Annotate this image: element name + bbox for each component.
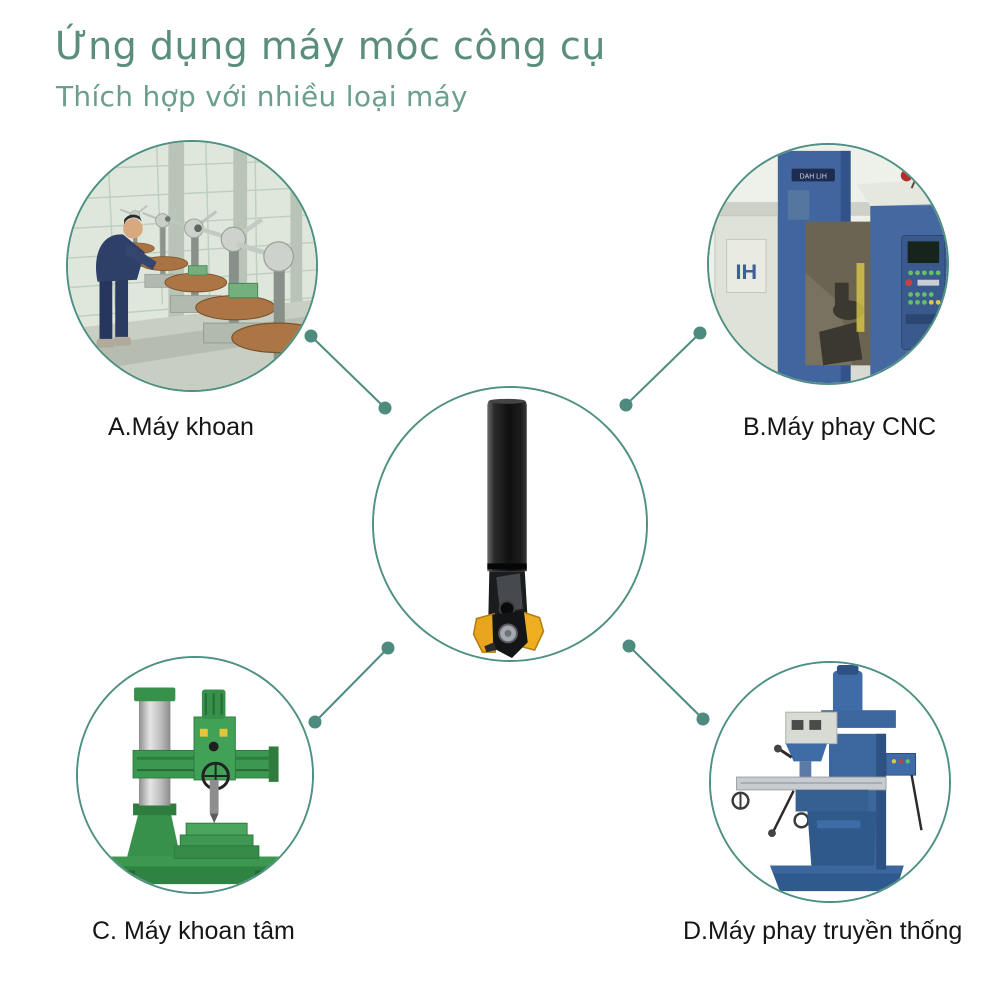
node-circle-drilling-machine — [66, 140, 318, 392]
cnc-milling-machine-photo: IH DAH LIH — [709, 145, 947, 383]
label-cnc-milling-machine: B.Máy phay CNC — [743, 413, 937, 441]
node-circle-traditional-milling-machine — [709, 661, 951, 903]
label-drilling-machine: A.Máy khoan — [108, 413, 254, 441]
drill-press-row — [117, 204, 316, 360]
node-circle-radial-drilling-machine — [76, 656, 314, 894]
center-product-circle — [372, 386, 648, 662]
page-title: Ứng dụng máy móc công cụ — [55, 24, 606, 68]
node-circle-cnc-milling-machine: IH DAH LIH — [707, 143, 949, 385]
drill-press-factory-photo — [68, 142, 316, 390]
radial-drilling-machine-photo — [78, 658, 312, 892]
indexable-milling-cutter-photo — [374, 388, 646, 660]
label-traditional-milling-machine: D.Máy phay truyền thống — [683, 917, 963, 945]
machine-badge-text: DAH LIH — [800, 173, 827, 180]
carbide-insert-left — [472, 612, 496, 653]
machine-panel-letters: IH — [736, 259, 758, 284]
turret-milling-machine-photo — [711, 663, 949, 901]
page-subtitle: Thích hợp với nhiều loại máy — [56, 80, 468, 113]
worker-figure — [95, 214, 157, 348]
label-center-drilling-machine: C. Máy khoan tâm — [92, 917, 295, 945]
